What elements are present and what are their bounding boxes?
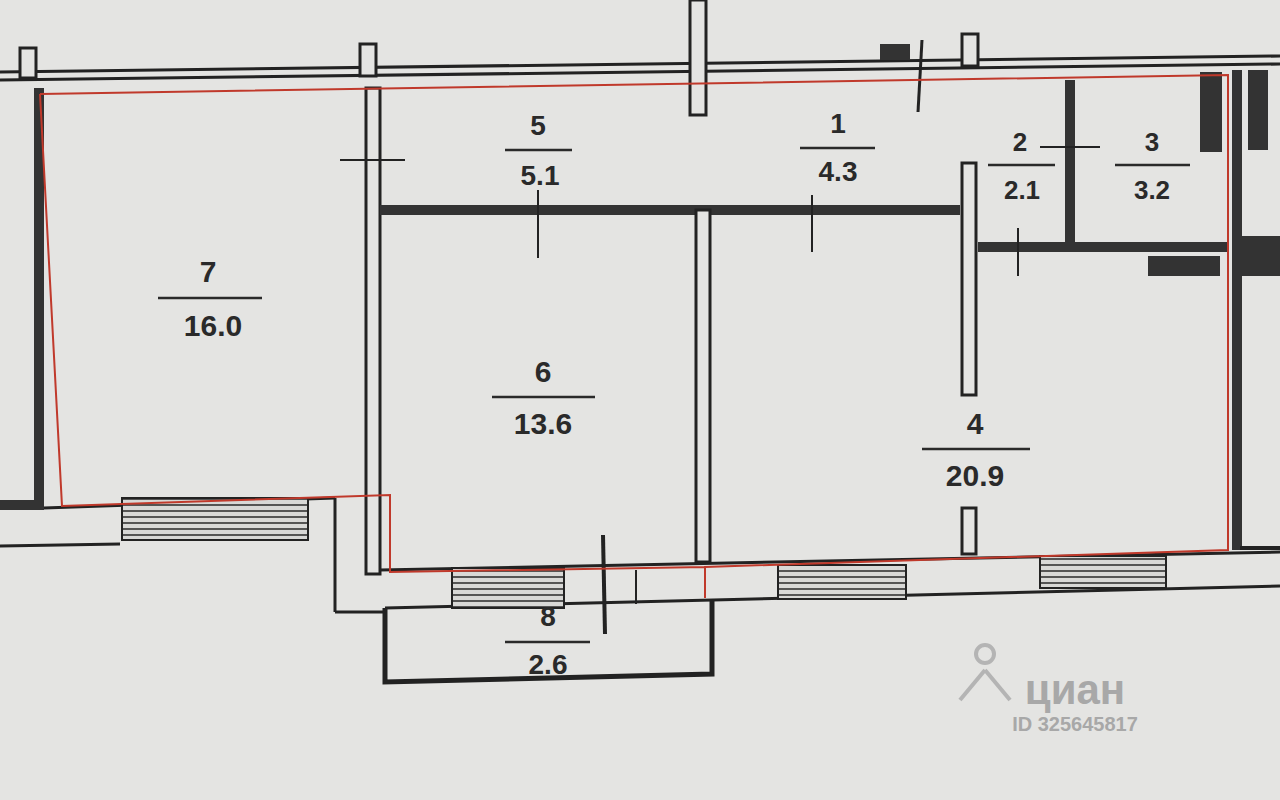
room-number: 2: [1013, 129, 1027, 155]
room-number: 6: [535, 357, 552, 387]
room-area: 13.6: [514, 409, 572, 439]
room-number: 1: [830, 110, 846, 138]
room-number: 3: [1145, 129, 1159, 155]
room-number: 5: [530, 112, 546, 140]
watermark-icon: [960, 645, 1010, 700]
room-number: 8: [540, 603, 556, 631]
room-area: 3.2: [1134, 177, 1170, 203]
watermark: циан: [1025, 669, 1125, 711]
room-area: 20.9: [946, 461, 1004, 491]
room-number: 7: [200, 257, 217, 287]
room-area: 16.0: [184, 311, 242, 341]
room-number: 4: [967, 409, 984, 439]
watermark: ID 325645817: [1012, 714, 1138, 734]
room-area: 5.1: [521, 162, 560, 190]
room-area: 4.3: [819, 158, 858, 186]
room-area: 2.6: [529, 651, 568, 679]
room-area: 2.1: [1004, 177, 1040, 203]
